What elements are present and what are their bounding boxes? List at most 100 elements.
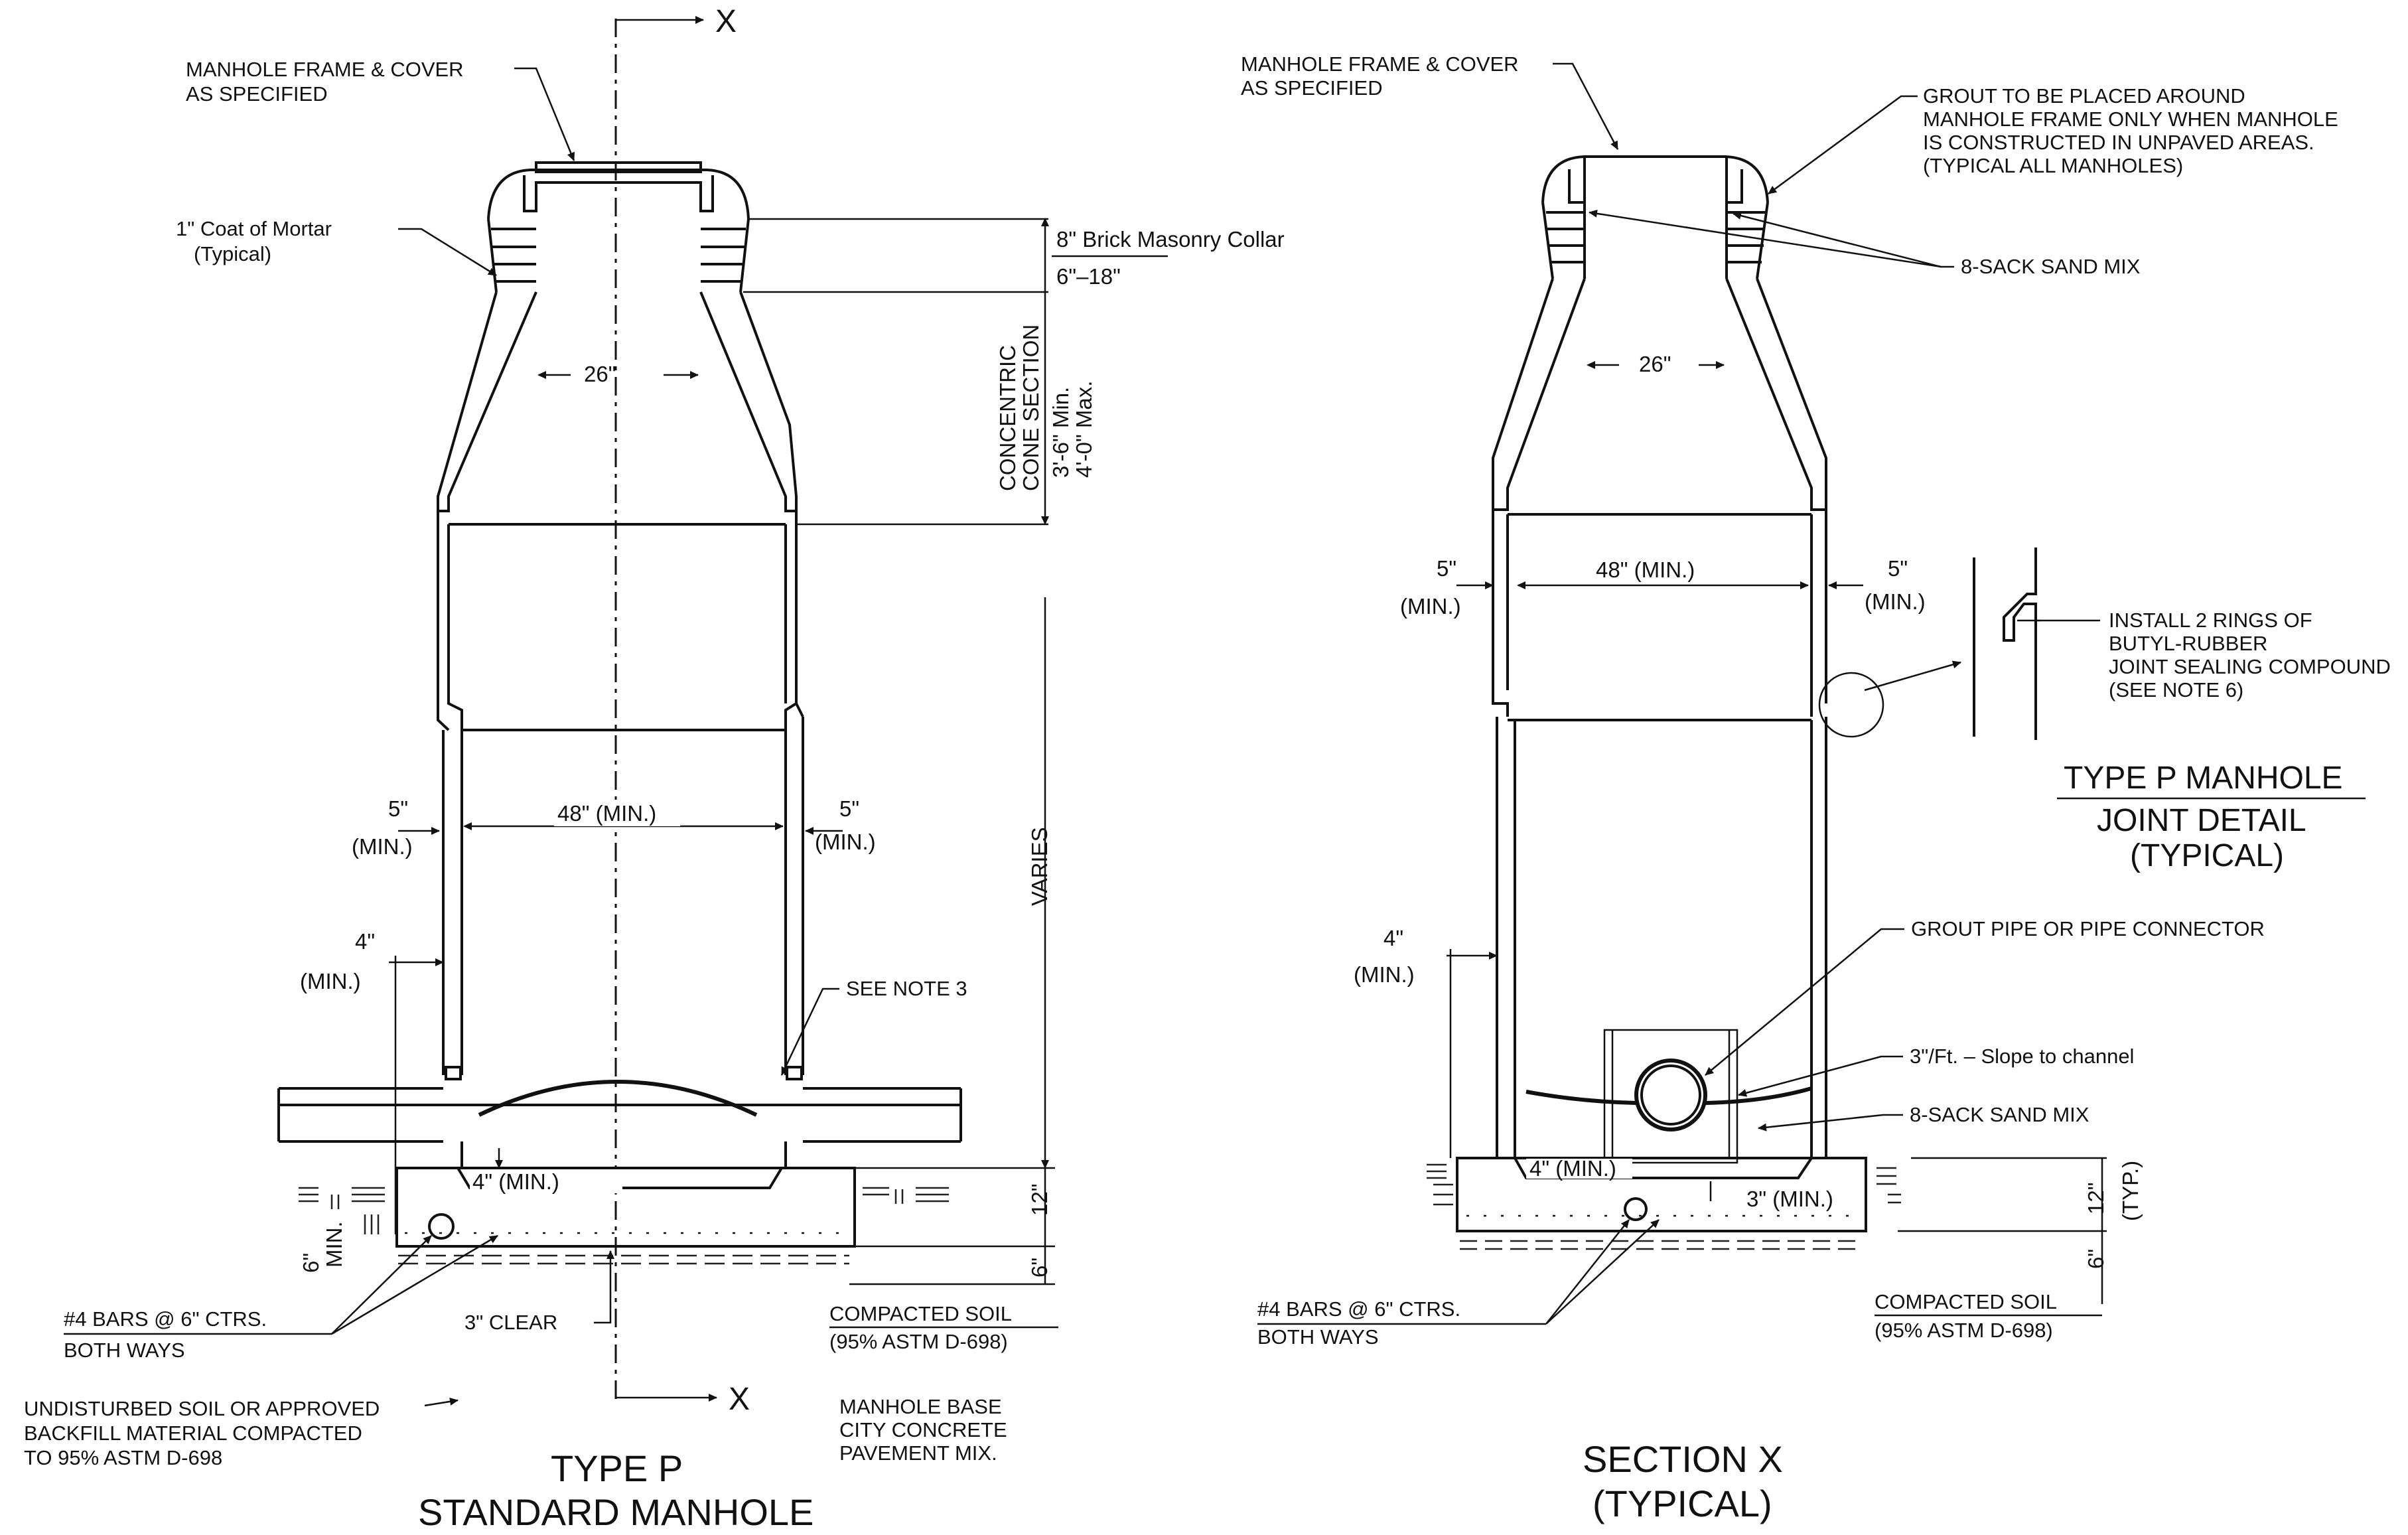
label-cone-max: 4'-0" Max.	[1072, 381, 1096, 478]
label-collar-range: 6"–18"	[1056, 264, 1121, 289]
section-label-base-min: 4" (MIN.)	[1529, 1156, 1616, 1181]
joint-detail-callout	[1818, 660, 1961, 738]
dim-min-6: 6" MIN.	[299, 1221, 346, 1273]
section-label-bars-1: #4 BARS @ 6" CTRS.	[1257, 1297, 1460, 1321]
label-frame-cover-1: MANHOLE FRAME & COVER	[186, 58, 464, 81]
type-p-standard-manhole: X X	[24, 4, 1285, 1533]
concentric-cone	[437, 291, 798, 526]
label-varies: VARIES	[1027, 827, 1052, 906]
label-undisturbed-1: UNDISTURBED SOIL OR APPROVED	[24, 1397, 380, 1420]
section-label-grout-4: (TYPICAL ALL MANHOLES)	[1923, 154, 2183, 177]
label-undisturbed-2: BACKFILL MATERIAL COMPACTED	[24, 1422, 362, 1445]
label-inner-48: 48" (MIN.)	[557, 801, 656, 826]
label-soil-2: (95% ASTM D-698)	[829, 1330, 1008, 1353]
section-label-base-4-2: (MIN.)	[1354, 962, 1415, 987]
manhole-base-slab	[395, 1141, 856, 1248]
label-base-2: CITY CONCRETE	[839, 1418, 1007, 1441]
section-barrel	[1492, 510, 1827, 1158]
label-mortar-1: 1" Coat of Mortar	[176, 217, 332, 240]
label-cone-1: CONCENTRIC	[995, 345, 1020, 491]
section-label-inner: 48" (MIN.)	[1596, 557, 1695, 582]
section-x-bottom: X	[729, 1382, 750, 1417]
section-label-grout-3: IS CONSTRUCTED IN UNPAVED AREAS.	[1923, 131, 2314, 154]
title-type-p: TYPE P	[551, 1447, 683, 1489]
callouts-left: MANHOLE FRAME & COVER AS SPECIFIED 1" Co…	[24, 58, 1058, 1469]
label-cone-2: CONE SECTION	[1019, 325, 1043, 491]
label-mortar-2: (Typical)	[194, 242, 271, 265]
section-label-wall-left-1: 5"	[1437, 556, 1456, 581]
section-pipe-connector	[1525, 1029, 1812, 1164]
section-x-typical: 26" 48" (MIN.) 5" (MIN.) 5" (MIN.) 4" (M…	[1241, 52, 2338, 1524]
section-frame-cover	[1541, 155, 1769, 279]
title-standard-manhole: STANDARD MANHOLE	[418, 1491, 814, 1533]
dim-opening-26: 26"	[537, 362, 699, 386]
label-frame-cover-2: AS SPECIFIED	[186, 82, 328, 106]
label-wall-left-1: 5"	[388, 796, 408, 821]
section-label-bars-2: BOTH WAYS	[1257, 1325, 1379, 1349]
section-base-slab	[1456, 1157, 1867, 1232]
label-install-1: INSTALL 2 RINGS OF	[2109, 609, 2312, 632]
dim-wall-right: 5" (MIN.)	[805, 796, 876, 854]
section-label-slope: 3"/Ft. – Slope to channel	[1910, 1045, 2134, 1068]
label-opening-26: 26"	[584, 362, 616, 386]
label-soil-1: COMPACTED SOIL	[829, 1302, 1012, 1325]
joint-title-2: JOINT DETAIL	[2097, 803, 2306, 838]
section-label-frame-2: AS SPECIFIED	[1241, 76, 1383, 100]
inlet-pipe	[277, 1080, 962, 1143]
label-base-min: 4" (MIN.)	[472, 1169, 559, 1194]
section-label-grout-2: MANHOLE FRAME ONLY WHEN MANHOLE	[1923, 108, 2338, 131]
section-x-top: X	[715, 4, 737, 39]
joint-title-3: (TYPICAL)	[2130, 838, 2284, 873]
callouts-right: MANHOLE FRAME & COVER AS SPECIFIED GROUT…	[1241, 52, 2338, 1349]
label-min-6-2: MIN.	[322, 1221, 346, 1268]
label-install-3: JOINT SEALING COMPOUND	[2109, 655, 2391, 678]
section-label-wall-right-1: 5"	[1888, 556, 1908, 581]
dim-base-min: 4" (MIN.)	[470, 1148, 622, 1194]
section-label-base-12: 12"	[2084, 1183, 2108, 1214]
label-bars-2: BOTH WAYS	[64, 1339, 185, 1362]
section-label-sand-top: 8-SACK SAND MIX	[1961, 255, 2141, 278]
section-dims: 26" 48" (MIN.) 5" (MIN.) 5" (MIN.) 4" (M…	[1354, 352, 2143, 1304]
label-bars-1: #4 BARS @ 6" CTRS.	[64, 1307, 267, 1331]
manhole-barrel	[437, 511, 804, 1080]
label-undisturbed-3: TO 95% ASTM D-698	[24, 1446, 222, 1469]
section-label-opening: 26"	[1639, 352, 1671, 376]
label-cone-min: 3'-6" Min.	[1048, 387, 1073, 478]
soil-hatching-left	[299, 1187, 949, 1265]
section-label-wall-right-2: (MIN.)	[1865, 589, 1926, 614]
label-install-2: BUTYL-RUBBER	[2109, 632, 2267, 655]
label-base-6: 6"	[1027, 1258, 1052, 1278]
section-label-grout-1: GROUT TO BE PLACED AROUND	[1923, 84, 2245, 108]
section-label-base-6: 6"	[2084, 1249, 2108, 1269]
section-label-grout-pipe: GROUT PIPE OR PIPE CONNECTOR	[1911, 917, 2265, 940]
manhole-frame-cover	[487, 161, 750, 293]
label-base-4-2: (MIN.)	[300, 969, 361, 993]
dim-wall-left: 5" (MIN.)	[352, 796, 440, 859]
section-label-base-3: 3" (MIN.)	[1746, 1187, 1833, 1211]
dim-base-4: 4" (MIN.)	[300, 929, 444, 1234]
section-label-wall-left-2: (MIN.)	[1400, 594, 1461, 619]
label-clear: 3" CLEAR	[464, 1311, 557, 1334]
dim-chain-right: 8" Brick Masonry Collar 6"–18" CONCENTRI…	[743, 218, 1285, 1285]
label-base-4-1: 4"	[355, 929, 375, 954]
section-label-typ: (TYP.)	[2118, 1161, 2143, 1221]
dim-inner-48: 48" (MIN.)	[463, 800, 784, 830]
label-wall-right-2: (MIN.)	[815, 830, 876, 854]
section-label-soil-1: COMPACTED SOIL	[1875, 1290, 2057, 1313]
label-see-note-3: SEE NOTE 3	[846, 977, 967, 1000]
type-p-joint-detail: INSTALL 2 RINGS OF BUTYL-RUBBER JOINT SE…	[1973, 548, 2391, 873]
label-install-4: (SEE NOTE 6)	[2109, 678, 2243, 701]
label-base-12: 12"	[1027, 1184, 1052, 1216]
section-label-soil-2: (95% ASTM D-698)	[1875, 1319, 2053, 1342]
soil-hatching-right	[1427, 1163, 1901, 1250]
section-line-x: X X	[614, 4, 750, 1417]
label-base-1: MANHOLE BASE	[839, 1395, 1002, 1418]
section-cone	[1492, 278, 1827, 516]
section-label-sand-bottom: 8-SACK SAND MIX	[1910, 1103, 2089, 1126]
label-brick-collar: 8" Brick Masonry Collar	[1056, 227, 1285, 252]
joint-title-1: TYPE P MANHOLE	[2064, 761, 2343, 796]
title-section-typical: (TYPICAL)	[1593, 1483, 1772, 1524]
label-wall-left-2: (MIN.)	[352, 834, 413, 859]
label-wall-right-1: 5"	[839, 796, 859, 821]
